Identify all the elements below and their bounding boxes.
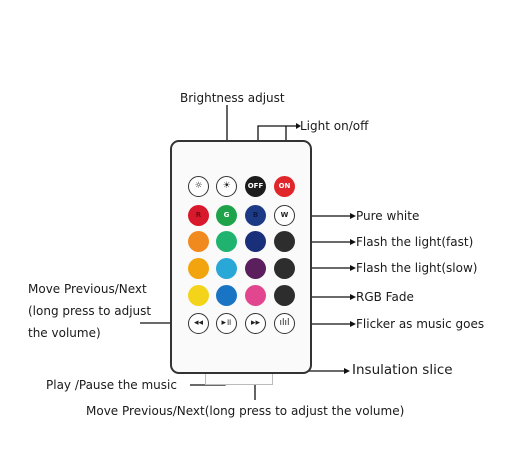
remote-button-music[interactable]: ılıl xyxy=(274,313,295,334)
remote-button-row4-3[interactable] xyxy=(245,258,266,279)
prev-icon: ◂◂ xyxy=(193,318,204,328)
remote-button-play-pause[interactable]: ▸॥ xyxy=(216,313,237,334)
remote-button-blue[interactable]: B xyxy=(245,205,266,226)
label-move-prev-next-left: Move Previous/Next (long press to adjust… xyxy=(28,282,152,340)
label-light-onoff: Light on/off xyxy=(300,119,369,133)
next-icon: ▸▸ xyxy=(250,318,261,328)
button-label: OFF xyxy=(247,182,264,190)
remote-button-row3-4[interactable] xyxy=(274,231,295,252)
remote-button-row4-4[interactable] xyxy=(274,258,295,279)
remote-control-body xyxy=(170,140,312,374)
label-flash-fast: Flash the light(fast) xyxy=(356,235,474,249)
remote-button-green[interactable]: G xyxy=(216,205,237,226)
label-flicker: Flicker as music goes xyxy=(356,317,485,331)
label-play-pause: Play /Pause the music xyxy=(46,378,177,392)
play-pause-icon: ▸॥ xyxy=(221,318,232,328)
label-pure-white: Pure white xyxy=(356,209,420,223)
label-brightness-adjust: Brightness adjust xyxy=(180,91,285,105)
remote-button-row4-2[interactable] xyxy=(216,258,237,279)
remote-button-white[interactable]: W xyxy=(274,205,295,226)
button-label: R xyxy=(195,211,202,219)
brightness-down-icon: ☼ xyxy=(194,181,203,191)
remote-button-off[interactable]: OFF xyxy=(245,176,266,197)
remote-button-row5-2[interactable] xyxy=(216,285,237,306)
label-insulation-slice: Insulation slice xyxy=(352,362,453,378)
music-icon: ılıl xyxy=(279,318,290,328)
remote-button-row5-3[interactable] xyxy=(245,285,266,306)
button-label: B xyxy=(252,211,259,219)
remote-button-row5-1[interactable] xyxy=(188,285,209,306)
insulation-slice xyxy=(205,374,273,385)
remote-button-row3-2[interactable] xyxy=(216,231,237,252)
remote-button-row3-1[interactable] xyxy=(188,231,209,252)
label-move-prev-next-bottom: Move Previous/Next(long press to adjust … xyxy=(86,404,405,418)
remote-button-next[interactable]: ▸▸ xyxy=(245,313,266,334)
remote-button-red[interactable]: R xyxy=(188,205,209,226)
label-flash-slow: Flash the light(slow) xyxy=(356,261,478,275)
button-label: ON xyxy=(278,182,291,190)
remote-button-row3-3[interactable] xyxy=(245,231,266,252)
remote-button-prev[interactable]: ◂◂ xyxy=(188,313,209,334)
remote-button-brightness-down[interactable]: ☼ xyxy=(188,176,209,197)
remote-button-brightness-up[interactable]: ☀ xyxy=(216,176,237,197)
brightness-up-icon: ☀ xyxy=(222,181,231,191)
label-rgb-fade: RGB Fade xyxy=(356,290,414,304)
button-label: G xyxy=(223,211,230,219)
remote-button-on[interactable]: ON xyxy=(274,176,295,197)
button-label: W xyxy=(280,211,289,219)
remote-button-row5-4[interactable] xyxy=(274,285,295,306)
remote-button-row4-1[interactable] xyxy=(188,258,209,279)
